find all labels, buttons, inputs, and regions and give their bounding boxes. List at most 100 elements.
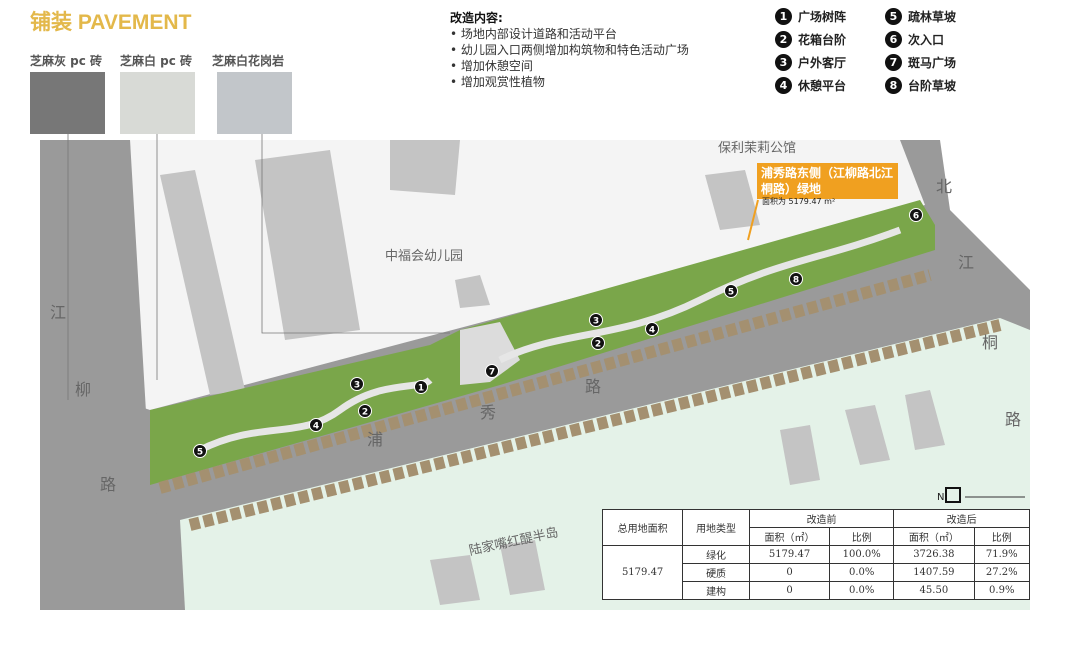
cell: 0.0% — [829, 563, 895, 582]
plan-marker — [724, 284, 738, 298]
swatch-label: 芝麻灰 pc 砖 — [30, 54, 103, 68]
road-left-char: 路 — [100, 475, 116, 494]
changes-item: • 场地内部设计道路和活动平台 — [450, 27, 617, 41]
cell: 硬质 — [682, 563, 750, 582]
plan-marker — [645, 322, 659, 336]
swatch-1: 芝麻灰 pc 砖 — [30, 52, 105, 134]
road-right-char: 江 — [958, 253, 974, 272]
label-poly: 保利茉莉公馆 — [718, 141, 796, 156]
changes-item: • 增加观赏性植物 — [450, 75, 545, 89]
road-main-char: 浦 — [367, 430, 383, 449]
cell: 0 — [748, 563, 831, 582]
plan-marker-number: 3 — [354, 381, 360, 391]
marker-number-icon: 4 — [775, 77, 792, 94]
page-title: 铺装 PAVEMENT — [30, 11, 192, 34]
swatch-2: 芝麻白 pc 砖 — [120, 52, 195, 134]
cell: 0 — [748, 581, 831, 600]
plan-marker-number: 2 — [595, 340, 601, 350]
legend-label: 户外客厅 — [798, 56, 847, 70]
plan-marker-number: 1 — [418, 384, 424, 394]
cell: 45.50 — [893, 581, 975, 600]
cell: 0.9% — [973, 581, 1030, 600]
th-total: 总用地面积 — [601, 509, 684, 546]
cell: 5179.47 — [748, 545, 831, 564]
plan-marker-number: 3 — [593, 317, 599, 327]
swatch-label: 芝麻白 pc 砖 — [120, 54, 193, 68]
cell: 0.0% — [829, 581, 895, 600]
plan-marker — [591, 336, 605, 350]
plan-marker — [909, 208, 923, 222]
plan-marker-number: 7 — [489, 368, 495, 378]
th-ratio: 比例 — [973, 527, 1030, 546]
plan-marker — [309, 418, 323, 432]
th-before: 改造前 — [748, 509, 895, 528]
road-main-char: 秀 — [480, 403, 496, 422]
road-right-char: 桐 — [982, 333, 998, 352]
marker-number-icon: 1 — [775, 8, 792, 25]
plan-marker — [350, 377, 364, 391]
road-left-char: 柳 — [75, 380, 91, 399]
legend-label: 休憩平台 — [798, 79, 847, 93]
plan-marker — [485, 364, 499, 378]
plan-marker-number: 8 — [793, 276, 799, 286]
legend-item: 6 次入口 — [885, 31, 995, 48]
site-area-note: 面积为 5179.47 m² — [762, 197, 836, 206]
legend-label: 花箱台阶 — [798, 33, 847, 47]
plan-marker-number: 2 — [362, 408, 368, 418]
legend-label: 疏林草坡 — [908, 10, 957, 24]
swatch-3: 芝麻白花岗岩 — [212, 52, 292, 134]
cell: 3726.38 — [893, 545, 975, 564]
marker-number-icon: 8 — [885, 77, 902, 94]
swatch-gray-pc-brick — [30, 72, 105, 134]
changes-item: • 幼儿园入口两侧增加构筑物和特色活动广场 — [450, 43, 689, 57]
road-right-char: 北 — [936, 177, 952, 196]
compass-label: N — [937, 492, 944, 503]
legend-item: 8 台阶草坡 — [885, 77, 995, 94]
plan-marker — [789, 272, 803, 286]
plan-marker-number: 5 — [728, 288, 734, 298]
road-main-char: 路 — [585, 377, 601, 396]
plan-marker-number: 6 — [913, 212, 919, 222]
cell: 1407.59 — [893, 563, 975, 582]
changes-list: 改造内容: • 场地内部设计道路和活动平台 • 幼儿园入口两侧增加构筑物和特色活… — [450, 10, 689, 90]
th-area: 面积（㎡） — [748, 527, 831, 546]
road-right-char: 路 — [1005, 410, 1021, 429]
marker-number-icon: 3 — [775, 54, 792, 71]
cell: 建构 — [682, 581, 750, 600]
swatch-white-pc-brick — [120, 72, 195, 134]
th-type: 用地类型 — [682, 509, 750, 546]
legend-label: 次入口 — [908, 33, 945, 47]
buildings — [160, 140, 945, 605]
legend-item: 5 疏林草坡 — [885, 8, 995, 25]
th-area: 面积（㎡） — [893, 527, 975, 546]
marker-number-icon: 5 — [885, 8, 902, 25]
site-callout: 浦秀路东侧（江柳路北江桐路）绿地 — [757, 163, 898, 199]
plan-marker-number: 5 — [197, 448, 203, 458]
plan-marker-number: 4 — [313, 422, 319, 432]
plan-marker — [358, 404, 372, 418]
north-arrow-icon — [945, 487, 961, 503]
cell: 100.0% — [829, 545, 895, 564]
plan-marker — [193, 444, 207, 458]
changes-heading: 改造内容: — [450, 11, 503, 25]
plan-marker — [589, 313, 603, 327]
legend-label: 台阶草坡 — [908, 79, 957, 93]
road-left-char: 江 — [50, 303, 66, 322]
marker-number-icon: 6 — [885, 31, 902, 48]
cell: 71.9% — [973, 545, 1030, 564]
th-after: 改造后 — [893, 509, 1030, 528]
cell: 27.2% — [973, 563, 1030, 582]
legend-item: 3 户外客厅 — [775, 54, 885, 71]
cell: 绿化 — [682, 545, 750, 564]
legend-label: 斑马广场 — [908, 56, 957, 70]
